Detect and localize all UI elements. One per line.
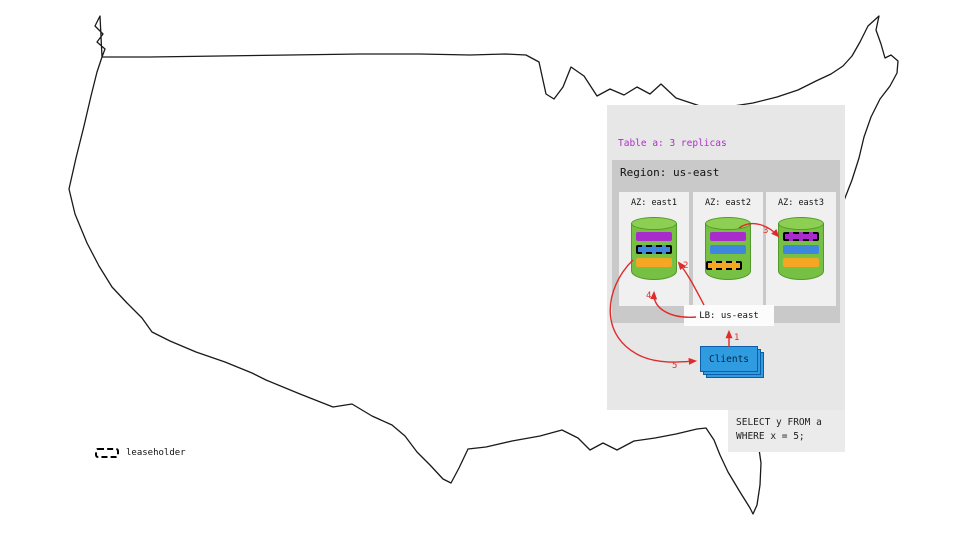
- leaseholder-legend: leaseholder: [95, 448, 186, 458]
- az-east3: AZ: east3: [766, 192, 836, 306]
- legend-table-a: Table a: 3 replicas: [618, 138, 727, 149]
- replica-index-a: [710, 245, 746, 254]
- az-east1-label: AZ: east1: [630, 198, 678, 208]
- replica-table-a-leaseholder: [783, 232, 819, 241]
- clients-stack: Clients: [700, 346, 764, 378]
- replica-table-b: [783, 258, 819, 267]
- replica-table-b: [636, 258, 672, 267]
- leaseholder-swatch-icon: [95, 448, 119, 458]
- replica-table-b-leaseholder: [706, 261, 742, 270]
- region-title: Region: us-east: [620, 166, 720, 179]
- replica-index-a-leaseholder: [636, 245, 672, 254]
- az-east2-label: AZ: east2: [704, 198, 752, 208]
- replica-index-a: [783, 245, 819, 254]
- leaseholder-legend-label: leaseholder: [126, 448, 186, 458]
- clients-box: Clients: [700, 346, 758, 372]
- sql-line-2: WHERE x = 5;: [736, 431, 805, 442]
- sql-query-box: SELECT y FROM a WHERE x = 5;: [728, 410, 845, 452]
- az-east1: AZ: east1: [619, 192, 689, 306]
- replica-table-a: [710, 232, 746, 241]
- replica-table-a: [636, 232, 672, 241]
- cylinder-top: [705, 217, 751, 230]
- cylinder-top: [778, 217, 824, 230]
- sql-line-1: SELECT y FROM a: [736, 417, 822, 428]
- az-east2: AZ: east2: [693, 192, 763, 306]
- load-balancer: LB: us-east: [684, 305, 774, 326]
- db-node-east3: [778, 217, 824, 281]
- db-node-east1: [631, 217, 677, 281]
- db-node-east2: [705, 217, 751, 281]
- cylinder-top: [631, 217, 677, 230]
- az-east3-label: AZ: east3: [777, 198, 825, 208]
